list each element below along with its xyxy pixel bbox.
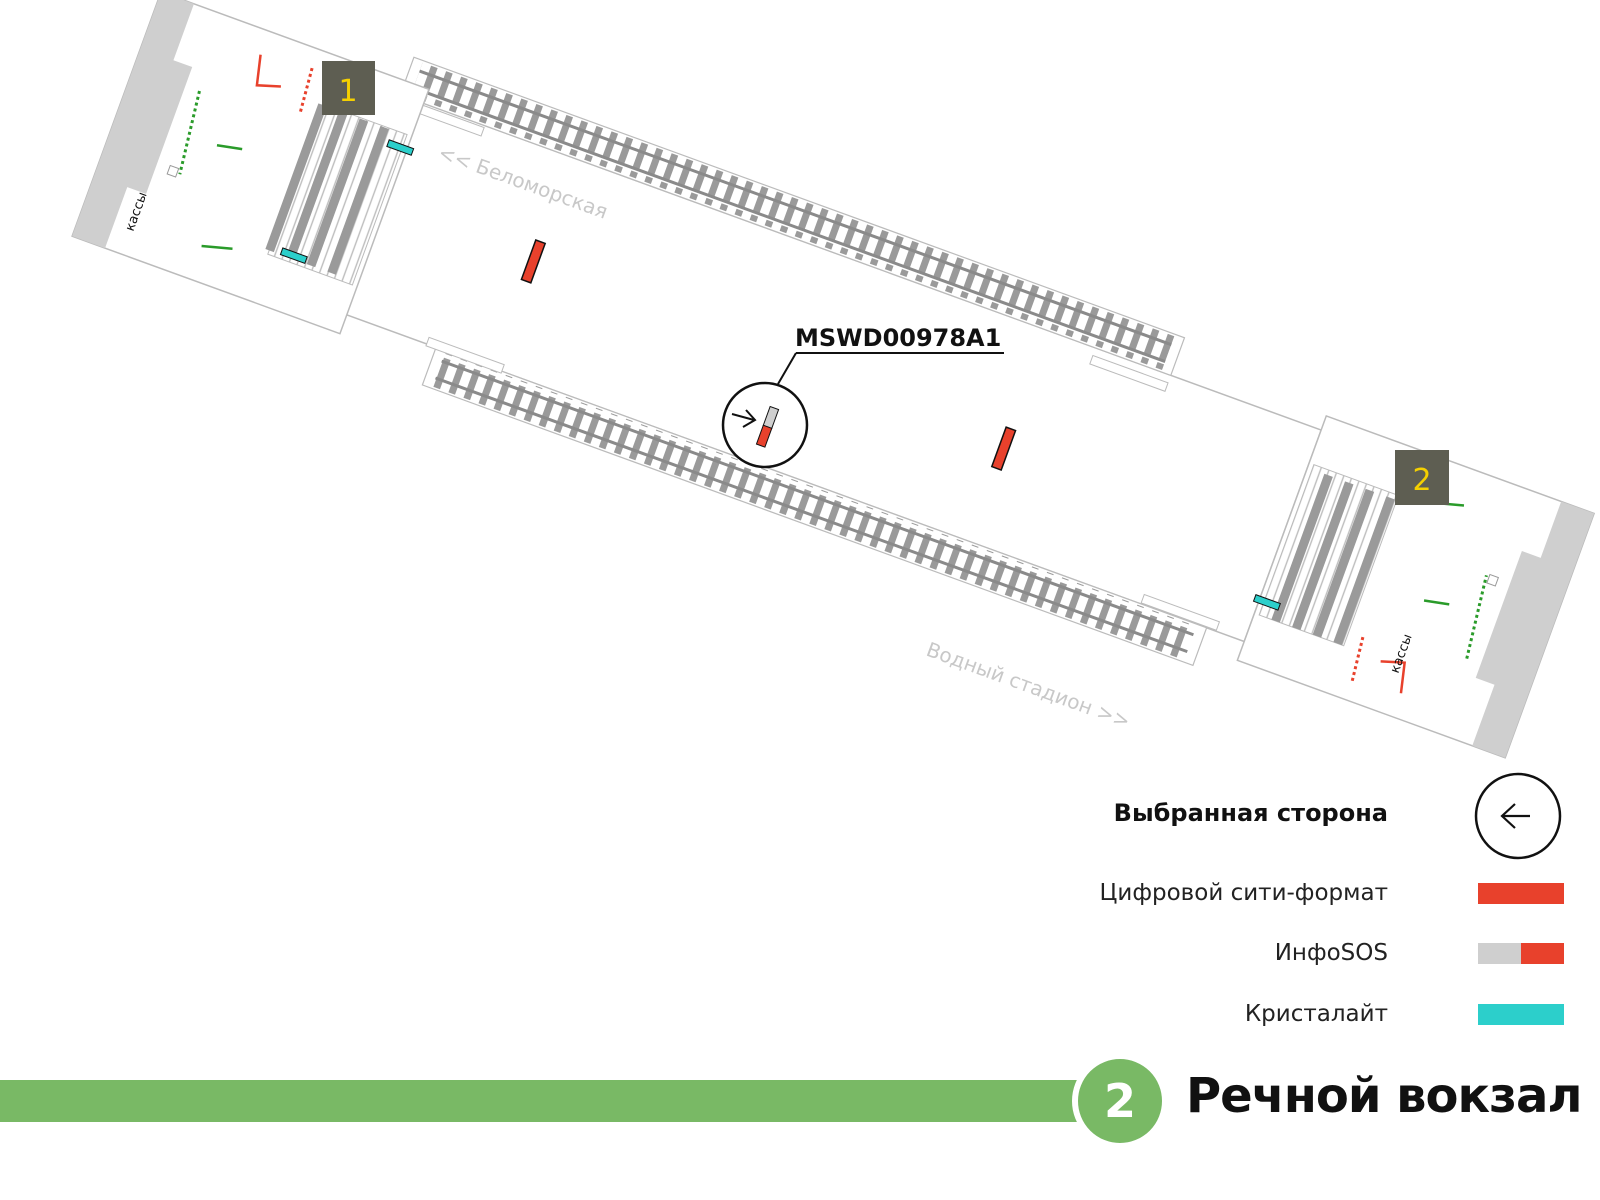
exit-badge-1[interactable]: 1 xyxy=(322,61,375,115)
station-plan xyxy=(71,0,1596,759)
legend-digital-city-format: Цифровой сити-формат xyxy=(1099,880,1388,906)
direction-label-bottom: Водный стадион >> xyxy=(923,637,1133,733)
panel-code-label: MSWD00978A1 xyxy=(795,324,1001,352)
arrow-right-icon xyxy=(731,413,755,421)
metro-line-bar xyxy=(0,1080,1080,1122)
exit-badge-2[interactable]: 2 xyxy=(1395,450,1449,505)
swatch-infosos xyxy=(1478,943,1564,964)
swatch-digital-city-format xyxy=(1478,883,1564,904)
selected-panel-callout[interactable]: MSWD00978A1 xyxy=(721,324,1004,469)
swatch-kristalight xyxy=(1478,1004,1564,1025)
track-bottom xyxy=(421,346,1208,667)
svg-text:2: 2 xyxy=(1412,463,1431,498)
legend-selected-side: Выбранная сторона xyxy=(1113,799,1388,827)
track-top xyxy=(399,56,1186,377)
digital-city-panel[interactable] xyxy=(990,426,1017,471)
station-name: Речной вокзал xyxy=(1186,1068,1583,1124)
digital-city-panel[interactable] xyxy=(520,239,547,284)
vestibule-right xyxy=(1236,414,1596,759)
legend-infosos: ИнфоSOS xyxy=(1274,940,1388,966)
legend-kristalight: Кристалайт xyxy=(1244,1001,1388,1027)
legend-selected-side-icon xyxy=(1474,772,1562,860)
svg-text:1: 1 xyxy=(338,74,357,109)
line-number-badge: 2 xyxy=(1072,1053,1168,1149)
